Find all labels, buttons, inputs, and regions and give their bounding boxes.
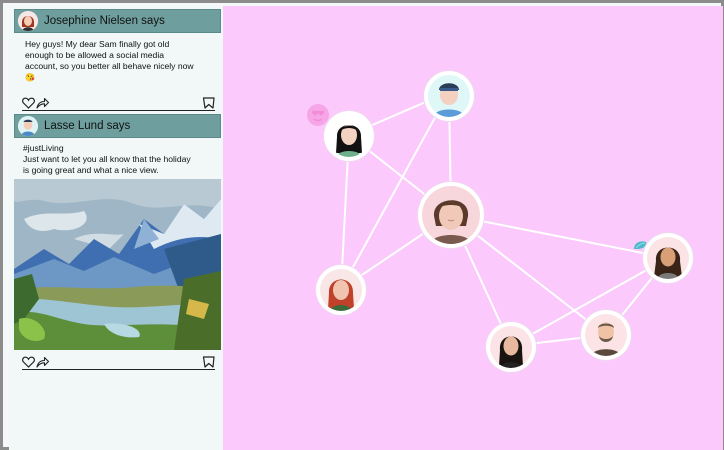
person-node-right[interactable] bbox=[643, 233, 693, 283]
post-lasse: Lasse Lund says #justLiving Just want to… bbox=[14, 114, 221, 370]
post-actions bbox=[22, 354, 215, 370]
edge bbox=[510, 257, 669, 347]
post-line: Just want to let you all know that the h… bbox=[23, 154, 191, 164]
post-image[interactable] bbox=[14, 179, 221, 350]
person-node-bottom-right[interactable] bbox=[581, 310, 631, 360]
edge bbox=[340, 91, 450, 290]
post-header: Josephine Nielsen says bbox=[14, 9, 221, 33]
post-author[interactable]: Josephine Nielsen says bbox=[44, 15, 165, 27]
post-line: Hey guys! My dear Sam finally got old bbox=[25, 39, 170, 49]
kiss-emoji: 😘 bbox=[25, 73, 35, 82]
post-body: #justLiving Just want to let you all kno… bbox=[14, 138, 221, 179]
person-node-top[interactable] bbox=[424, 71, 474, 121]
share-icon[interactable] bbox=[36, 97, 49, 109]
avatar[interactable] bbox=[18, 116, 38, 136]
post-body: Hey guys! My dear Sam finally got old en… bbox=[14, 33, 221, 95]
avatar bbox=[328, 279, 354, 311]
edge bbox=[450, 214, 669, 259]
post-hashtag[interactable]: #justLiving bbox=[23, 143, 64, 153]
person-node-center[interactable] bbox=[418, 182, 484, 248]
avatar bbox=[654, 247, 682, 279]
social-feed: Josephine Nielsen says Hey guys! My dear… bbox=[9, 6, 223, 450]
bookmark-icon[interactable] bbox=[202, 356, 215, 368]
post-actions bbox=[22, 95, 215, 111]
post-author[interactable]: Lasse Lund says bbox=[44, 120, 131, 132]
post-header: Lasse Lund says bbox=[14, 114, 221, 138]
avatar bbox=[499, 336, 523, 368]
social-network-graph bbox=[223, 6, 723, 450]
post-josephine: Josephine Nielsen says Hey guys! My dear… bbox=[14, 9, 221, 111]
heart-icon[interactable] bbox=[22, 356, 35, 368]
heart-icon[interactable] bbox=[22, 97, 35, 109]
person-node-upper-left[interactable] bbox=[324, 111, 374, 161]
share-icon[interactable] bbox=[36, 356, 49, 368]
love-emoji-icon bbox=[307, 104, 329, 126]
reaction-icon bbox=[634, 241, 647, 249]
post-line: account, so you better all behave nicely… bbox=[25, 61, 194, 71]
avatar bbox=[433, 83, 465, 117]
avatar bbox=[591, 322, 621, 356]
post-line: enough to be allowed a social media bbox=[25, 50, 165, 60]
post-line: is going great and what a nice view. bbox=[23, 165, 159, 175]
avatar[interactable] bbox=[18, 11, 38, 31]
avatar bbox=[336, 125, 362, 157]
bookmark-icon[interactable] bbox=[202, 97, 215, 109]
person-node-bottom[interactable] bbox=[486, 322, 536, 372]
person-node-left[interactable] bbox=[316, 265, 366, 315]
avatar bbox=[430, 200, 472, 244]
